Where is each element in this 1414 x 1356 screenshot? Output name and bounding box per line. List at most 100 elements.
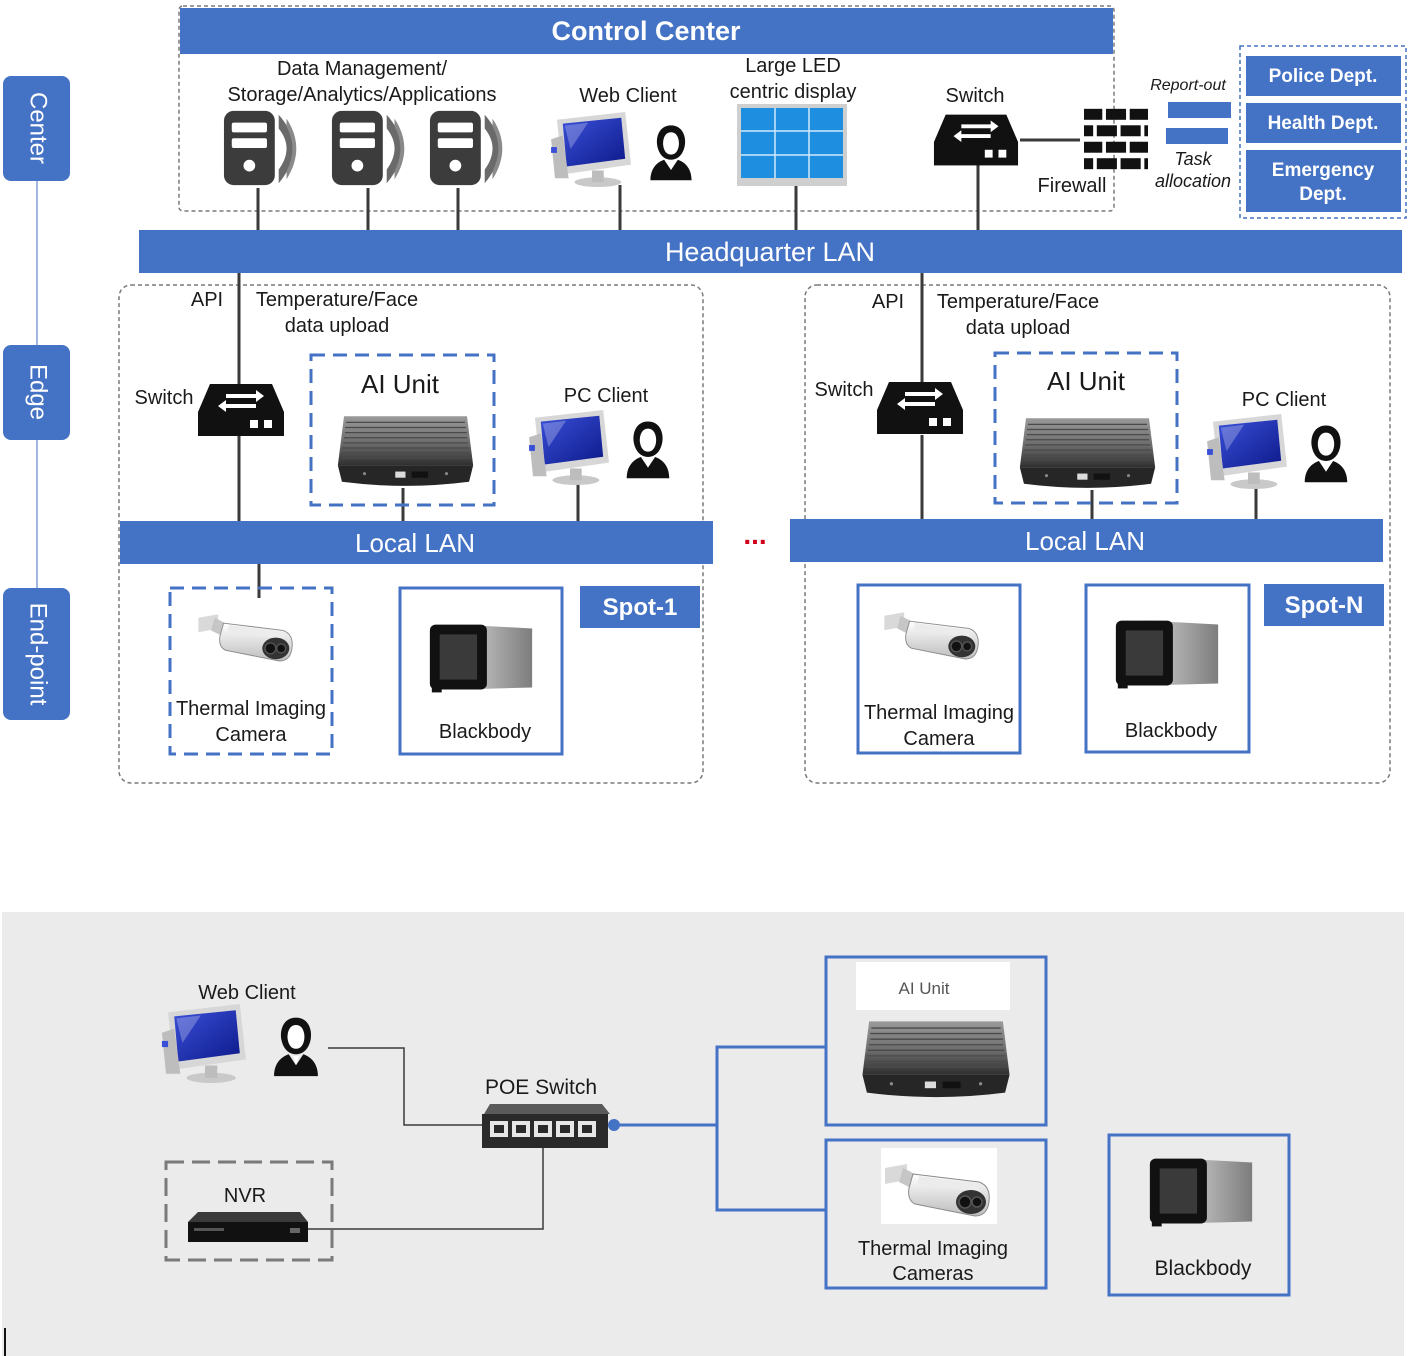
headquarter-lan-label: Headquarter LAN xyxy=(665,237,875,267)
report-out-label: Report-out xyxy=(1150,77,1226,94)
spot-n-badge xyxy=(1264,584,1384,626)
switch-icon xyxy=(933,114,1019,166)
spot-1-upload-line2: data upload xyxy=(285,315,390,337)
tier-edge: Edge xyxy=(3,345,70,440)
dept-emergency: Emergency Dept. xyxy=(1246,150,1401,212)
spot-1-camera-label-line1: Thermal Imaging xyxy=(176,698,326,720)
dept-emergency-label-line1: Emergency xyxy=(1272,160,1375,181)
blackbody-icon xyxy=(1149,1158,1253,1227)
tier-center-label: Center xyxy=(25,92,52,164)
spot-1-badge-label: Spot-1 xyxy=(603,594,678,621)
nvr-label: NVR xyxy=(224,1185,266,1207)
spot-1-pc-client-label: PC Client xyxy=(564,385,649,407)
thermal-camera-icon xyxy=(880,597,986,667)
spot-1-badge xyxy=(580,586,700,628)
spot-1-camera-label-line2: Camera xyxy=(215,724,287,746)
spot-n-blackbody-frame xyxy=(1084,583,1251,754)
spot-n-local-lan-label: Local LAN xyxy=(1025,526,1145,556)
led-label-line1: Large LED xyxy=(745,55,841,77)
more-spots-ellipsis: ... xyxy=(743,519,766,550)
ai-unit-icon xyxy=(1019,417,1156,489)
tier-edge-label: Edge xyxy=(25,364,52,420)
nvr-frame xyxy=(164,1160,334,1262)
spot-n-upload-line2: data upload xyxy=(966,317,1071,339)
ai-unit-icon xyxy=(861,1020,1011,1098)
led-label-line2: centric display xyxy=(730,81,857,103)
thermal-camera-icon xyxy=(194,599,300,669)
dept-emergency-label-line2: Dept. xyxy=(1299,184,1347,205)
switch-icon xyxy=(198,384,284,436)
top-switch-label: Switch xyxy=(946,85,1005,107)
spot-n-local-lan-bar xyxy=(790,519,1383,562)
spot-n-ai-unit-label: AI Unit xyxy=(1047,366,1126,396)
spot-n-camera-frame xyxy=(856,583,1022,755)
dept-health: Health Dept. xyxy=(1246,103,1401,143)
blackbody-icon xyxy=(429,624,533,693)
control-center-title: Control Center xyxy=(552,16,741,46)
task-allocation-arrow xyxy=(1166,128,1228,144)
data-mgmt-label-line1: Data Management/ xyxy=(277,58,448,80)
spot-1-ai-unit-frame xyxy=(309,353,496,507)
spot-1-site: API Temperature/Face data upload Switch … xyxy=(118,273,713,784)
ai-unit-caption-box xyxy=(856,962,1010,1010)
bottom-camera-frame xyxy=(824,1138,1048,1290)
firewall-label: Firewall xyxy=(1038,175,1107,197)
departments-frame xyxy=(1239,45,1407,219)
spot-n-switch-label: Switch xyxy=(815,379,874,401)
spot-1-blackbody-label: Blackbody xyxy=(439,721,531,743)
spot-n-site: API Temperature/Face data upload Switch … xyxy=(790,273,1391,784)
headquarter-lan-bar xyxy=(139,230,1402,273)
task-label-line1: Task xyxy=(1174,149,1212,169)
bottom-blackbody-label: Blackbody xyxy=(1155,1257,1252,1280)
spot-n-camera-label-line2: Camera xyxy=(903,728,975,750)
dept-police-label: Police Dept. xyxy=(1269,66,1378,87)
spot-1-api-label: API xyxy=(191,289,223,311)
bottom-ai-unit-label: AI Unit xyxy=(898,979,949,998)
bottom-diagram: Web Client POE Switch NVR xyxy=(2,912,1404,1356)
nvr-icon xyxy=(188,1212,308,1242)
blackbody-icon xyxy=(1115,620,1219,689)
bottom-ai-unit-frame xyxy=(824,955,1048,1127)
spot-1-switch-label: Switch xyxy=(135,387,194,409)
poe-switch-label: POE Switch xyxy=(485,1076,597,1099)
spot-n-pc-client-label: PC Client xyxy=(1242,389,1327,411)
control-center-header xyxy=(180,8,1113,54)
spot-n-blackbody-label: Blackbody xyxy=(1125,720,1217,742)
spot-1-ai-unit-label: AI Unit xyxy=(361,369,440,399)
bottom-gray-connectors xyxy=(308,1047,544,1230)
tier-endpoint-label: End-point xyxy=(25,603,52,706)
ai-unit-icon xyxy=(337,415,474,487)
spot-n-upload-line1: Temperature/Face xyxy=(937,291,1099,313)
thermal-camera-icon xyxy=(880,1147,998,1225)
bottom-camera-label-line1: Thermal Imaging xyxy=(858,1238,1008,1260)
spot-n-frame xyxy=(804,284,1391,784)
spot-1-blackbody-frame xyxy=(398,586,564,756)
bottom-camera-label-line2: Cameras xyxy=(892,1263,973,1285)
spot-n-api-label: API xyxy=(872,291,904,313)
spot-1-local-lan-label: Local LAN xyxy=(355,528,475,558)
dept-police: Police Dept. xyxy=(1246,56,1401,96)
spot-1-camera-frame xyxy=(168,586,334,756)
spot-1-upload-line1: Temperature/Face xyxy=(256,289,418,311)
spot-n-badge-label: Spot-N xyxy=(1285,592,1364,619)
dept-health-label: Health Dept. xyxy=(1268,113,1379,134)
tier-center: Center xyxy=(3,76,70,181)
poe-switch-icon xyxy=(482,1104,610,1148)
report-out-arrow xyxy=(1168,102,1231,118)
top-diagram: Center Edge End-point Control Center Dat… xyxy=(3,5,1407,784)
bottom-blue-connectors xyxy=(617,1045,826,1212)
switch-uplink-port xyxy=(608,1119,620,1131)
tier-endpoint: End-point xyxy=(3,588,70,720)
spot-n-ai-unit-frame xyxy=(993,351,1179,505)
bottom-blackbody-frame xyxy=(1107,1133,1291,1297)
hq-connectors xyxy=(256,138,1080,232)
led-display-icon xyxy=(737,104,847,186)
task-label-line2: allocation xyxy=(1155,171,1231,191)
switch-icon xyxy=(877,382,963,434)
data-mgmt-label-line2: Storage/Analytics/Applications xyxy=(227,84,496,106)
bottom-web-client-label: Web Client xyxy=(198,982,296,1004)
web-client-label: Web Client xyxy=(579,85,677,107)
control-center-frame xyxy=(178,5,1115,212)
spot-1-local-lan-bar xyxy=(120,521,713,564)
